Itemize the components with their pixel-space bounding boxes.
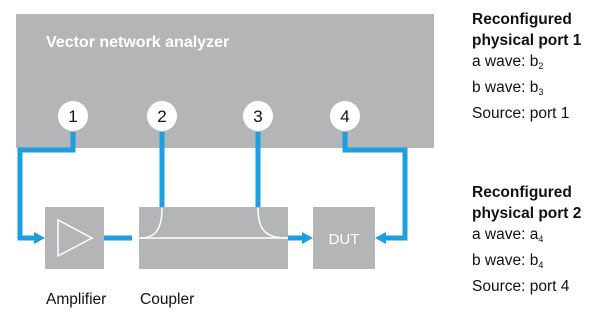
port-3-label: 3 — [253, 107, 262, 126]
arrow-into-amplifier — [34, 232, 45, 244]
note-title-line2: physical port 2 — [472, 205, 582, 222]
source-line: Source: port 1 — [472, 105, 570, 122]
line-port1-amplifier — [17, 132, 76, 241]
port-3: 3 — [243, 101, 273, 131]
b-wave-line: b wave: b4 — [472, 252, 544, 270]
coupler-caption: Coupler — [140, 291, 194, 308]
a-wave-line: a wave: a4 — [472, 226, 544, 244]
port-2-config-note: Reconfigured physical port 2 a wave: a4 … — [472, 182, 581, 297]
port-2: 2 — [147, 101, 177, 131]
port-1-label: 1 — [68, 107, 77, 126]
vna-label: Vector network analyzer — [46, 34, 229, 51]
line-port4-dut — [342, 132, 408, 241]
note-title-line1: Reconfigured — [472, 184, 572, 201]
amplifier-box — [45, 207, 104, 269]
signal-lines — [17, 132, 408, 241]
port-1: 1 — [58, 101, 88, 131]
a-wave-line: a wave: b2 — [472, 53, 544, 71]
vector-network-analyzer-box — [16, 14, 434, 148]
amplifier-symbol — [57, 218, 94, 258]
amplifier-caption: Amplifier — [46, 291, 106, 308]
b-wave-line: b wave: b3 — [472, 79, 544, 97]
port-4-label: 4 — [340, 107, 349, 126]
dut-box — [313, 207, 375, 269]
note-title-line2: physical port 1 — [472, 32, 582, 49]
port-4: 4 — [330, 101, 360, 131]
coupler-arm-left — [140, 207, 163, 239]
arrow-into-dut — [302, 232, 313, 244]
source-line: Source: port 4 — [472, 278, 570, 295]
dut-label: DUT — [329, 231, 360, 248]
port-1-config-note: Reconfigured physical port 1 a wave: b2 … — [472, 9, 581, 124]
coupler-arm-right — [257, 207, 287, 239]
port-2-label: 2 — [157, 107, 166, 126]
arrow-into-dut-right — [375, 232, 386, 244]
note-title-line1: Reconfigured — [472, 11, 572, 28]
